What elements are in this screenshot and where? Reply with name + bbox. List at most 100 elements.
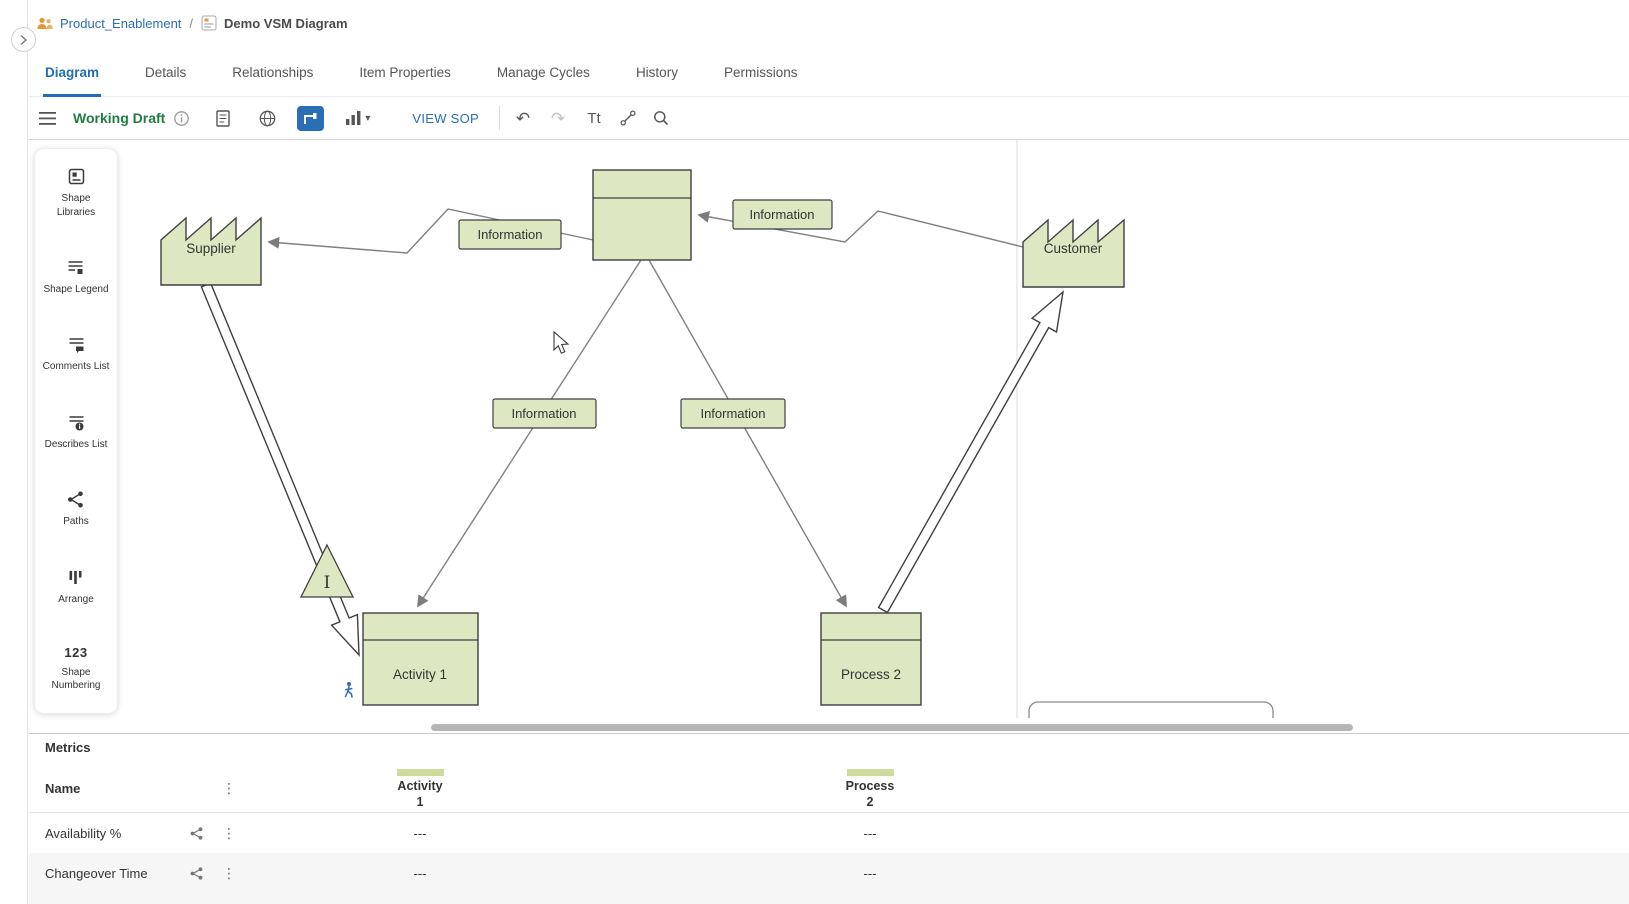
document-view-button[interactable]	[215, 104, 231, 132]
tab-diagram[interactable]: Diagram	[43, 65, 102, 97]
tab-manage-cycles[interactable]: Manage Cycles	[496, 65, 590, 80]
process2-shape[interactable]	[820, 612, 922, 706]
information-label-4: Information	[700, 406, 765, 421]
information-box-2[interactable]	[732, 199, 833, 230]
metrics-name-header: Name	[45, 781, 81, 796]
metric-link-icon[interactable]	[189, 826, 204, 841]
panel-label: Shape Legend	[43, 283, 109, 295]
mouse-cursor	[553, 330, 570, 354]
panel-item-shape-numbering[interactable]: 123 Shape Numbering	[41, 645, 111, 693]
metric-value: ---	[863, 826, 877, 841]
bar-chart-icon	[346, 111, 361, 125]
tab-item-properties[interactable]: Item Properties	[359, 65, 451, 80]
panel-label: Comments List	[42, 361, 110, 373]
globe-icon	[259, 110, 276, 126]
connection-tool-button[interactable]	[619, 104, 637, 132]
tab-relationships[interactable]: Relationships	[232, 65, 314, 80]
describes-list-icon	[69, 415, 83, 431]
connector-control-to-activity1[interactable]	[417, 259, 642, 608]
metric-name: Changeover Time	[45, 866, 148, 881]
language-globe-button[interactable]	[258, 104, 276, 132]
arrange-icon	[69, 570, 82, 584]
inventory-label: I	[324, 573, 331, 593]
information-label-3: Information	[511, 406, 576, 421]
metrics-title: Metrics	[45, 740, 91, 755]
kebab-menu-icon[interactable]: ⋮	[222, 780, 236, 796]
column-color-bar	[846, 769, 894, 776]
toolbar-divider	[499, 106, 501, 130]
panel-item-shape-libraries[interactable]: Shape Libraries	[41, 167, 111, 219]
column-color-bar	[396, 769, 444, 776]
activity1-label: Activity 1	[393, 667, 447, 682]
metric-name: Availability %	[45, 826, 122, 841]
search-icon	[654, 111, 669, 126]
panel-item-describes-list[interactable]: Describes List	[44, 413, 108, 452]
inventory-triangle-shape[interactable]	[299, 543, 355, 598]
supplier-shape[interactable]	[160, 216, 262, 286]
menu-button[interactable]	[37, 104, 57, 132]
comments-list-icon	[69, 338, 83, 354]
panel-label: Describes List	[44, 438, 108, 450]
expand-sidebar-button[interactable]	[11, 27, 36, 52]
metric-value: ---	[413, 826, 427, 841]
elbow-connector-icon	[304, 112, 317, 124]
tab-details[interactable]: Details	[145, 65, 187, 80]
numbering-123-icon: 123	[64, 644, 88, 660]
caret-down-icon: ▾	[365, 112, 371, 124]
tab-permissions[interactable]: Permissions	[723, 65, 798, 80]
search-button[interactable]	[652, 104, 670, 132]
panel-item-arrange[interactable]: Arrange	[58, 568, 94, 607]
hamburger-icon	[38, 111, 56, 125]
undo-button[interactable]: ↶	[515, 108, 531, 128]
link-nodes-icon	[620, 110, 636, 126]
canvas-horizontal-scrollbar[interactable]	[431, 724, 1353, 731]
metrics-row-changeover[interactable]: Changeover Time ⋮ --- ---	[29, 853, 1629, 904]
panel-label: Paths	[63, 516, 89, 528]
breadcrumb-separator: /	[189, 15, 194, 31]
column-label: Activity 1	[397, 779, 443, 809]
redo-button[interactable]: ↷	[550, 108, 566, 128]
organization-icon	[37, 17, 53, 29]
production-control-shape[interactable]	[592, 169, 692, 261]
customer-label: Customer	[1044, 241, 1103, 256]
status-working-draft: Working Draft	[73, 110, 166, 126]
information-label-2: Information	[749, 207, 814, 222]
document-icon	[216, 109, 231, 127]
kebab-menu-icon[interactable]: ⋮	[222, 865, 236, 881]
kebab-menu-icon[interactable]: ⋮	[222, 825, 236, 841]
connector-control-to-process2[interactable]	[648, 259, 847, 608]
information-label-1: Information	[477, 227, 542, 242]
panel-item-paths[interactable]: Paths	[63, 490, 89, 529]
metrics-panel: Metrics Name ⋮ Activity 1 Process 2 Avai…	[29, 733, 1629, 904]
collapse-rail	[0, 0, 28, 904]
metrics-column-activity1[interactable]: Activity 1	[370, 769, 470, 810]
person-icon	[344, 682, 353, 698]
tab-history[interactable]: History	[635, 65, 678, 80]
panel-item-comments-list[interactable]: Comments List	[42, 335, 110, 374]
breadcrumb-org-link[interactable]: Product_Enablement	[60, 15, 182, 31]
metric-value: ---	[413, 866, 427, 881]
push-arrow-process2-to-customer[interactable]	[877, 290, 1064, 614]
activity1-shape[interactable]	[362, 612, 479, 706]
diagram-canvas[interactable]: I Supplier Customer Activity 1 Process 2…	[29, 140, 1629, 733]
customer-shape[interactable]	[1022, 218, 1125, 288]
view-sop-link[interactable]: VIEW SOP	[412, 110, 480, 126]
metric-link-icon[interactable]	[189, 866, 204, 881]
metrics-row-availability[interactable]: Availability % ⋮ --- ---	[29, 813, 1629, 853]
status-info-button[interactable]	[173, 104, 189, 132]
process2-label: Process 2	[841, 667, 901, 682]
connector-style-button[interactable]	[297, 105, 325, 131]
metrics-column-process2[interactable]: Process 2	[820, 769, 920, 810]
panel-item-shape-legend[interactable]: Shape Legend	[43, 258, 109, 297]
text-tool-button[interactable]: Tt	[587, 109, 601, 127]
breadcrumb: Product_Enablement / Demo VSM Diagram	[29, 0, 1629, 46]
panel-label: Shape Libraries	[56, 193, 96, 218]
information-box-4[interactable]	[680, 398, 786, 429]
information-box-1[interactable]	[458, 219, 562, 250]
metrics-chart-button[interactable]: ▾	[345, 104, 370, 132]
tab-bar: Diagram Details Relationships Item Prope…	[29, 46, 1629, 97]
info-icon	[173, 110, 189, 126]
metrics-header-row: Name ⋮ Activity 1 Process 2	[29, 756, 1629, 813]
information-box-3[interactable]	[492, 398, 597, 429]
push-arrow-supplier-to-activity1[interactable]	[200, 282, 360, 657]
